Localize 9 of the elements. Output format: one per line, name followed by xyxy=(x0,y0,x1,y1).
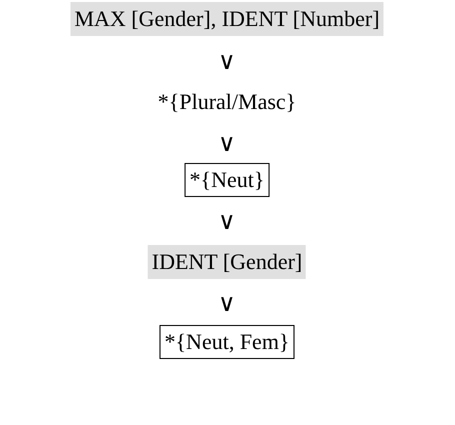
ranking-symbol: ∨ xyxy=(218,290,236,316)
highlighted-constraint: IDENT [Gender] xyxy=(148,245,306,279)
ranking-symbol: ∨ xyxy=(218,208,236,234)
boxed-constraint: *{Neut} xyxy=(184,163,270,197)
constraint-label: *{Plural/Masc} xyxy=(154,85,300,119)
ranking-symbol: ∨ xyxy=(218,130,236,156)
highlighted-constraint: MAX [Gender], IDENT [Number] xyxy=(70,2,384,36)
boxed-constraint: *{Neut, Fem} xyxy=(160,325,294,359)
ranking-symbol: ∨ xyxy=(218,48,236,74)
